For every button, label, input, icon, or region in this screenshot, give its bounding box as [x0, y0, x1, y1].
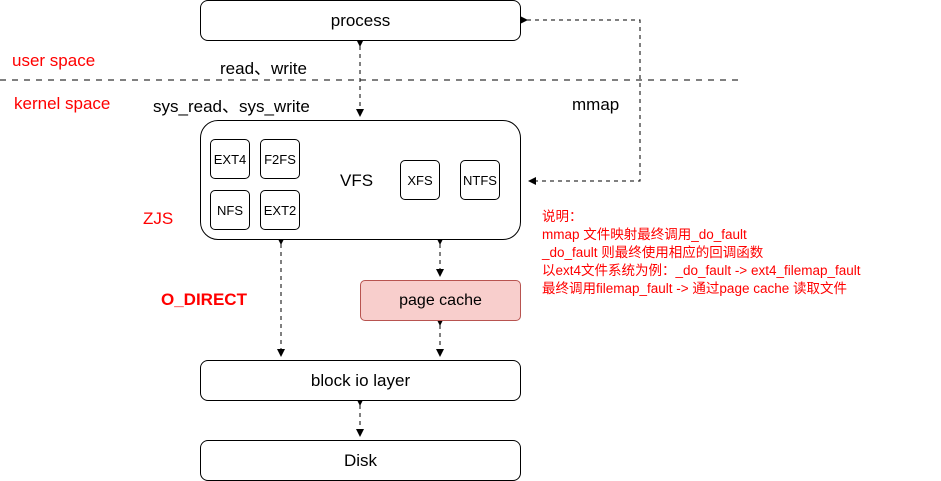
process-box: process — [200, 0, 521, 41]
nfs-label: NFS — [217, 202, 243, 218]
xfs-label: XFS — [407, 172, 433, 188]
explanation-note: 说明： mmap 文件映射最终调用_do_fault _do_fault 则最终… — [542, 208, 861, 298]
mmap-label: mmap — [572, 95, 620, 114]
mmap-path-arrow — [520, 16, 641, 185]
ext2-box: EXT2 — [260, 190, 300, 230]
note-line: mmap 文件映射最终调用_do_fault — [542, 227, 747, 242]
vfs-label: VFS — [340, 171, 374, 190]
block-io-box: block io layer — [200, 360, 521, 401]
read-write-label: read、write — [220, 59, 307, 78]
ntfs-box: NTFS — [460, 160, 500, 200]
ext4-label: EXT4 — [213, 151, 247, 167]
user-space-label: user space — [12, 51, 96, 70]
f2fs-label: F2FS — [264, 151, 296, 167]
f2fs-box: F2FS — [260, 139, 300, 179]
sys-read-write-label: sys_read、sys_write — [153, 97, 310, 116]
nfs-box: NFS — [210, 190, 250, 230]
ext4-box: EXT4 — [210, 139, 250, 179]
kernel-space-label: kernel space — [14, 94, 111, 113]
o-direct-label: O_DIRECT — [161, 290, 247, 309]
page-cache-box: page cache — [360, 280, 521, 321]
process-label: process — [330, 10, 391, 30]
disk-box: Disk — [200, 440, 521, 481]
zjs-label: ZJS — [143, 209, 174, 228]
xfs-box: XFS — [400, 160, 440, 200]
ntfs-label: NTFS — [463, 172, 497, 188]
block-io-label: block io layer — [310, 370, 411, 390]
page-cache-label: page cache — [399, 291, 482, 309]
note-line: 最终调用filemap_fault -> 通过page cache 读取文件 — [542, 281, 847, 296]
note-line: _do_fault 则最终使用相应的回调函数 — [542, 245, 764, 260]
disk-label: Disk — [343, 450, 378, 470]
ext2-label: EXT2 — [263, 202, 297, 218]
note-line: 说明： — [542, 209, 583, 224]
note-line: 以ext4文件系统为例：_do_fault -> ext4_filemap_fa… — [542, 263, 861, 278]
